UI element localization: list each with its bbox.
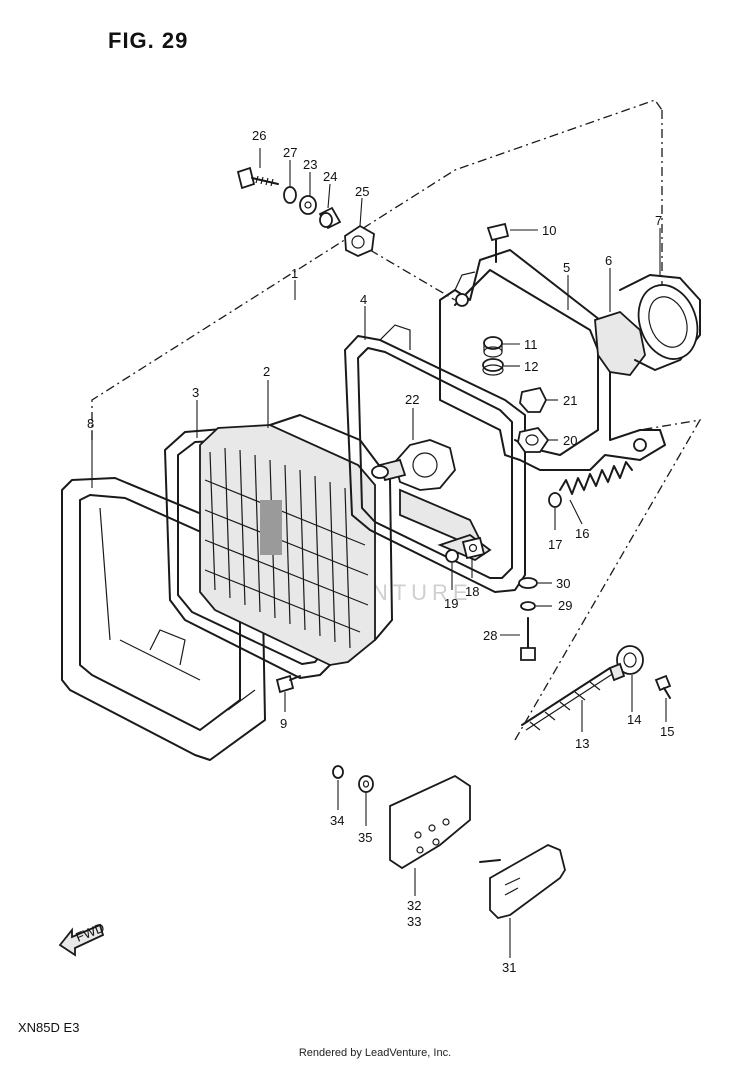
render-credit: Rendered by LeadVenture, Inc. [298,1047,452,1059]
screw-9 [275,674,301,694]
callout-9: 9 [280,716,287,731]
model-code: XN85D E3 [18,1020,80,1035]
callout-22: 22 [405,392,419,407]
washer-35 [358,775,374,793]
cushion-20 [517,427,550,453]
collar-24 [318,206,342,230]
callout-31: 31 [502,960,516,975]
callout-11: 11 [524,337,538,352]
callout-6: 6 [605,253,612,268]
bolt-10 [486,222,510,263]
callout-24: 24 [323,169,337,184]
callout-15: 15 [660,724,674,739]
callout-29: 29 [558,598,572,613]
lock-washer-29 [520,601,536,611]
screw-15 [654,674,672,699]
callout-32: 32 [407,898,421,913]
callout-35: 35 [358,830,372,845]
callout-4: 4 [360,292,367,307]
headlight-bezel [61,477,266,761]
callout-33: 33 [407,914,421,929]
leader-lines [91,148,667,958]
grommet-12 [482,358,504,376]
callout-14: 14 [627,712,641,727]
callout-10: 10 [542,223,556,238]
washer-27 [283,186,297,204]
headlight-lens [199,414,393,666]
callout-5: 5 [563,260,570,275]
bolt-26 [236,166,279,190]
cushion-21 [519,386,548,413]
cushion-25 [344,224,375,257]
callout-3: 3 [192,385,199,400]
reflector-31 [479,843,566,919]
washer-17 [548,492,562,508]
callout-21: 21 [563,393,577,408]
nut-19 [445,549,459,563]
spring-16 [559,461,633,495]
adjuster-screw-13 [521,667,615,731]
callout-labels: 26 27 23 24 25 10 7 5 6 1 4 11 2 12 3 21… [87,128,674,975]
bracket-18 [461,536,486,560]
callout-13: 13 [575,736,589,751]
assembly-outline [91,99,702,741]
grommet-11 [483,336,503,358]
pilot-lamp-assembly [594,274,701,376]
callout-8: 8 [87,416,94,431]
callout-27: 27 [283,145,297,160]
callout-17: 17 [548,537,562,552]
washer-23 [299,195,317,215]
callout-12: 12 [524,359,538,374]
callout-18: 18 [465,584,479,599]
washer-30 [518,577,538,589]
fwd-arrow-icon: FWD [58,920,107,957]
callout-19: 19 [444,596,458,611]
callout-23: 23 [303,157,317,172]
callout-25: 25 [355,184,369,199]
callout-1: 1 [291,266,298,281]
callout-2: 2 [263,364,270,379]
nut-34 [332,765,344,779]
callout-30: 30 [556,576,570,591]
adjuster-nut-14 [608,645,644,682]
reflector-bracket-32 [389,774,471,870]
bolt-28 [520,617,536,661]
callout-16: 16 [575,526,589,541]
callout-28: 28 [483,628,497,643]
callout-20: 20 [563,433,577,448]
callout-26: 26 [252,128,266,143]
callout-7: 7 [655,213,662,228]
figure-title: FIG. 29 [108,28,189,53]
callout-34: 34 [330,813,344,828]
bulb-socket [371,439,456,491]
